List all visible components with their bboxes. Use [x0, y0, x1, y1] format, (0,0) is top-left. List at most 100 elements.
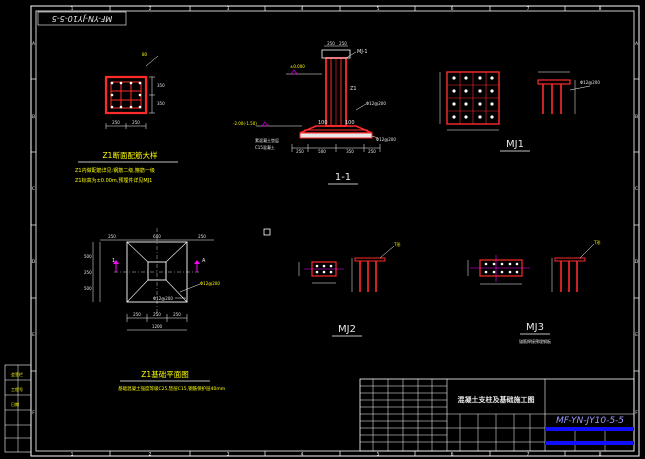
- dim-label: 250: [133, 312, 141, 317]
- note-a: 素混凝土垫层: [255, 137, 279, 143]
- col-mark: 6: [451, 452, 454, 458]
- row-mark: B: [635, 114, 638, 120]
- section-1-1-title: 1-1: [335, 172, 351, 183]
- section-marker: A: [202, 258, 206, 264]
- dim-label: 250: [153, 312, 161, 317]
- mj3-tag: T形: [593, 239, 600, 245]
- mirrored-drawing-number: MF-YN-JY10-5-5: [37, 11, 127, 26]
- col-mark: 4: [301, 452, 304, 458]
- col-mark: 1: [71, 6, 74, 12]
- strip-label: 日期: [11, 401, 19, 407]
- col-mark: 7: [527, 6, 530, 12]
- col-mark: 2: [149, 452, 152, 458]
- mj3-note: 锚筋焊接预埋钢板: [519, 338, 551, 344]
- crosshair-pickbox[interactable]: [263, 228, 271, 236]
- z1-section-detail: 250 250 350 350 80 Z1断面配筋大样 Z1内做配筋详见:钢筋二…: [75, 52, 178, 184]
- level-top: ±0.000: [290, 64, 305, 69]
- z1-note-1: Z1内做配筋详见:钢筋二级,箍筋一级: [75, 167, 155, 174]
- drawing-number-mirrored: MF-YN-JY10-5-5: [52, 14, 113, 23]
- drawing-title: 混凝土支柱及基础施工图: [458, 395, 535, 404]
- mj3-detail: T形 MJ3 锚筋焊接预埋钢板: [467, 239, 600, 344]
- col-mark: 1: [71, 452, 74, 458]
- col-mark: 2: [149, 6, 152, 12]
- z1-plan-note: 基础混凝土强度等级C25,垫层C15,钢筋保护层40mm: [118, 385, 225, 392]
- col-mark: 6: [451, 6, 454, 12]
- pile-callout: Φ12@200: [366, 101, 386, 106]
- dim-label: 500: [84, 254, 92, 259]
- rebar-callout-b: Φ12@200: [153, 296, 173, 301]
- dim-label: 250: [112, 120, 120, 125]
- column-marks-top: 1 2 3 4 5 6 7 8: [71, 6, 602, 12]
- section-1-1-detail: ±0.000 -2.00(-1.50) MJ-1 Z1 100 100 Φ12@…: [233, 41, 396, 185]
- dim-100b: 100: [345, 120, 355, 126]
- row-mark: B: [32, 114, 35, 120]
- blue-bar: [545, 427, 634, 431]
- mj1-title: MJ1: [506, 139, 524, 150]
- dim-label: 250: [132, 120, 140, 125]
- blue-bar: [545, 441, 634, 445]
- dim-label: 250: [327, 41, 335, 46]
- row-mark: C: [635, 186, 638, 192]
- rebar-callout-a: Φ12@200: [200, 281, 220, 286]
- col-mark: 5: [377, 6, 380, 12]
- z1-plan-title: Z1基础平面图: [141, 369, 188, 379]
- title-block: 混凝土支柱及基础施工图 MF-YN-JY10-5-5: [359, 378, 635, 452]
- dim-label: 250: [84, 270, 92, 275]
- z1-callout: Z1: [350, 86, 357, 92]
- row-mark: D: [32, 259, 36, 265]
- col-mark: 3: [227, 452, 230, 458]
- mj2-detail: T形 MJ2: [298, 241, 400, 337]
- col-mark: 5: [377, 452, 380, 458]
- row-mark: D: [635, 259, 639, 265]
- row-mark: C: [32, 186, 35, 192]
- z1-note-2: Z1标高为±0.00m,预埋件详见MJ1: [75, 177, 152, 184]
- row-marks: A B C D E F A B C D E F: [31, 41, 639, 416]
- outer-border: [30, 5, 640, 457]
- dim-label: 250: [296, 149, 304, 154]
- row-mark: E: [32, 332, 35, 338]
- strip-label: 工程号: [11, 386, 23, 392]
- dim-label: 500: [84, 286, 92, 291]
- level-bottom: -2.00(-1.50): [233, 121, 257, 126]
- strip-label: 会签栏: [11, 371, 23, 377]
- dim-label: 250: [368, 149, 376, 154]
- col-mark: 3: [227, 6, 230, 12]
- mj2-title: MJ2: [338, 324, 356, 335]
- col-mark: 4: [301, 6, 304, 12]
- drawing-number: MF-YN-JY10-5-5: [556, 416, 624, 426]
- dim-label: 250: [198, 234, 206, 239]
- col-mark: 7: [527, 452, 530, 458]
- mj1-callout: Φ12@200: [580, 80, 600, 85]
- mj3-title: MJ3: [526, 322, 544, 333]
- row-mark: F: [32, 410, 35, 416]
- col-mark: 8: [599, 6, 602, 12]
- mj1-detail: Φ12@200 MJ1: [439, 71, 600, 152]
- z1-foundation-plan: 1 A Φ12@200 Φ12@200 250 600 250 500 250 …: [84, 228, 225, 392]
- row-mark: F: [635, 410, 638, 416]
- z1-section-title: Z1断面配筋大样: [103, 150, 158, 160]
- dim-label: 350: [346, 149, 354, 154]
- dim-label: 350: [157, 83, 165, 88]
- rebar-callout: Φ12@200: [376, 137, 396, 142]
- dim-100a: 100: [318, 120, 328, 126]
- dim-label: 250: [173, 312, 181, 317]
- inner-border: [35, 10, 635, 452]
- dim-label: 500: [318, 149, 326, 154]
- column-marks-bottom: 1 2 3 4 5 6 7 8: [71, 451, 602, 458]
- rebar-callout: 80: [142, 52, 148, 57]
- note-b: C15混凝土: [255, 144, 275, 150]
- left-signature-strip: 会签栏 工程号 日期: [4, 364, 32, 453]
- col-mark: 8: [599, 452, 602, 458]
- dim-label: 350: [157, 101, 165, 106]
- mj1-callout: MJ-1: [357, 49, 368, 55]
- row-mark: E: [635, 332, 638, 338]
- dim-label: 250: [108, 234, 116, 239]
- dim-total: 1200: [152, 324, 163, 329]
- mj2-tag: T形: [393, 241, 400, 247]
- row-mark: A: [32, 41, 36, 47]
- dim-label: 600: [153, 234, 161, 239]
- row-mark: A: [635, 41, 639, 47]
- section-marker: 1: [112, 258, 115, 264]
- dim-label: 250: [339, 41, 347, 46]
